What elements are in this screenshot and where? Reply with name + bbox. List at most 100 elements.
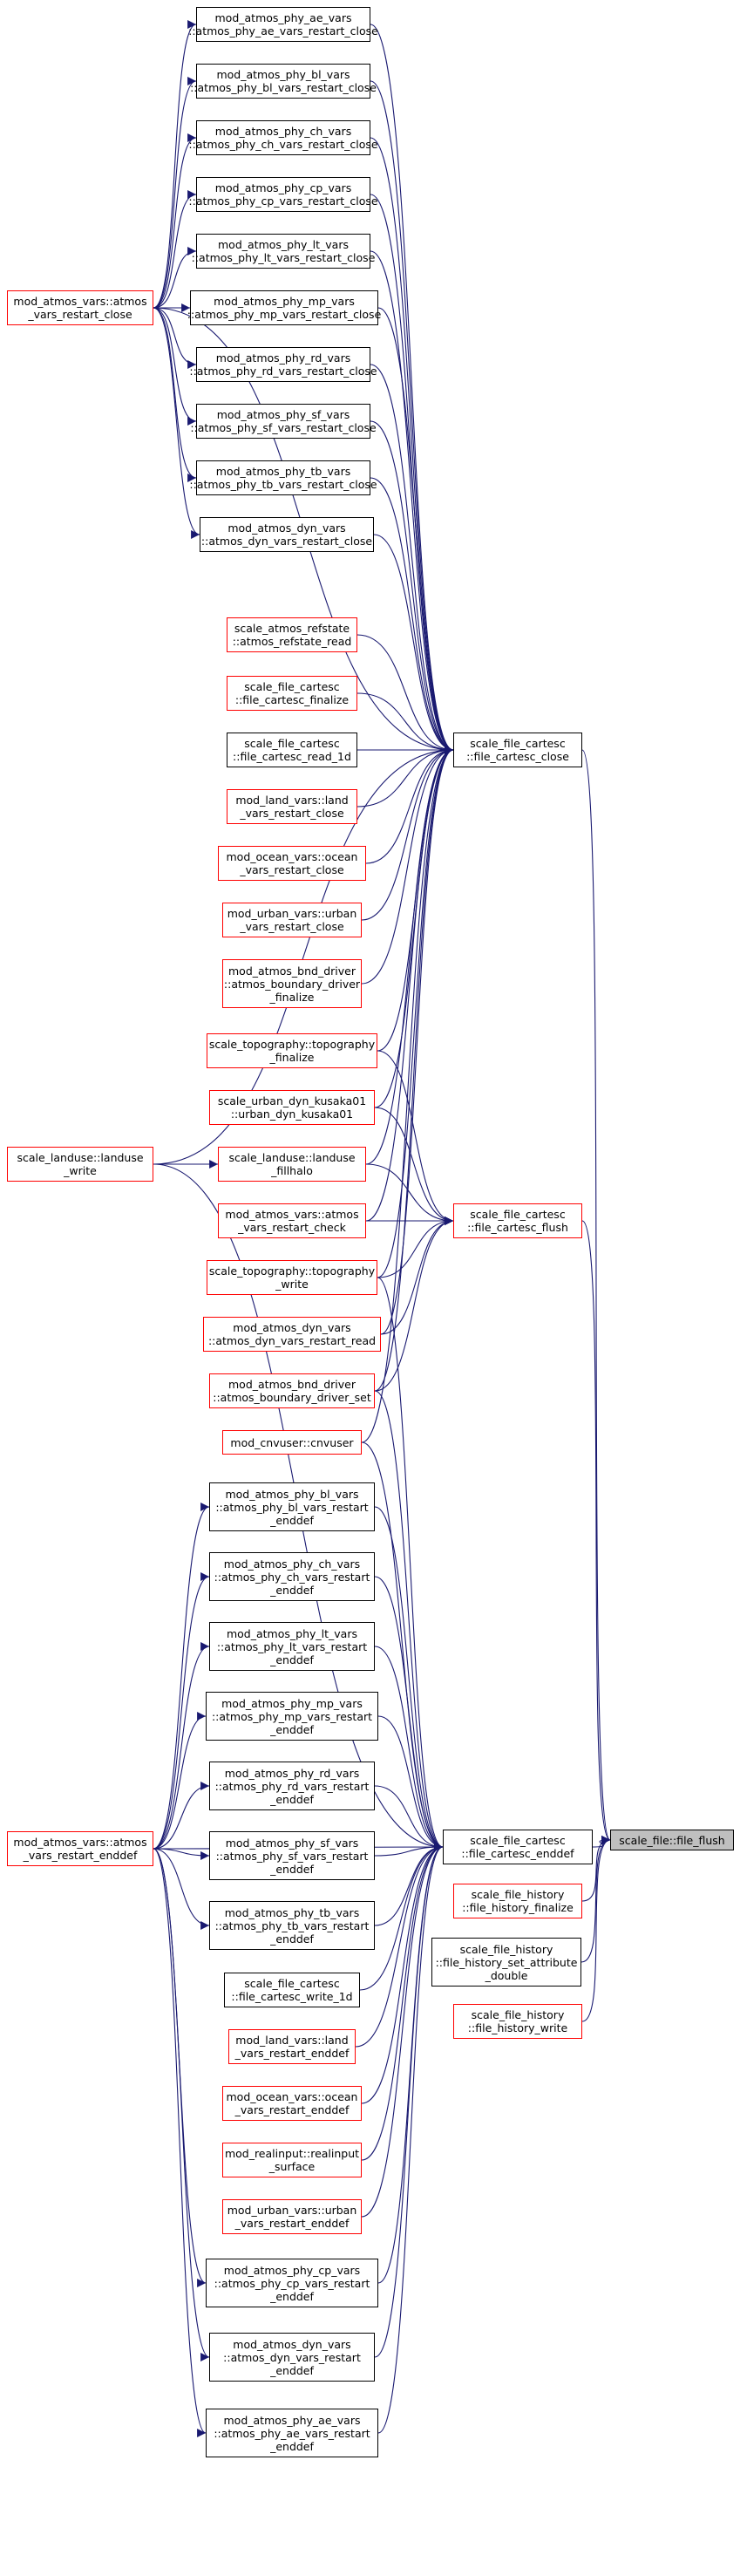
edge-kusaka-to-flush_c bbox=[374, 1107, 454, 1225]
node-kusaka[interactable]: scale_urban_dyn_kusaka01 ::urban_dyn_kus… bbox=[209, 1090, 375, 1125]
node-label: mod_atmos_phy_rd_vars ::atmos_phy_rd_var… bbox=[189, 351, 377, 378]
node-dyn-enddef[interactable]: mod_atmos_dyn_vars ::atmos_dyn_vars_rest… bbox=[209, 2333, 375, 2382]
node-label: scale_atmos_refstate ::atmos_refstate_re… bbox=[232, 622, 352, 648]
node-rd-close[interactable]: mod_atmos_phy_rd_vars ::atmos_phy_rd_var… bbox=[189, 347, 377, 382]
edge-mp_close-to-close bbox=[377, 307, 454, 754]
edge-mp_enddef-to-enddef_c bbox=[377, 1715, 444, 1851]
node-hist-write[interactable]: scale_file_history ::file_history_write bbox=[453, 2004, 582, 2039]
edge-atmos_enddef-to-mp_enddef bbox=[153, 1712, 207, 1850]
node-label: mod_atmos_phy_rd_vars ::atmos_phy_rd_var… bbox=[214, 1766, 370, 1806]
edge-tb_close-to-close bbox=[370, 477, 454, 754]
node-label: scale_file_cartesc ::file_cartesc_finali… bbox=[234, 680, 350, 706]
node-lt-close[interactable]: mod_atmos_phy_lt_vars ::atmos_phy_lt_var… bbox=[192, 234, 375, 269]
node-rd-enddef[interactable]: mod_atmos_phy_rd_vars ::atmos_phy_rd_var… bbox=[209, 1762, 375, 1810]
edge-hist_attr-to-file_flush bbox=[580, 1836, 611, 1963]
node-land-close[interactable]: mod_land_vars::land _vars_restart_close bbox=[227, 789, 357, 824]
edge-dyn_close-to-close bbox=[373, 534, 454, 754]
node-label: mod_ocean_vars::ocean _vars_restart_clos… bbox=[226, 850, 358, 876]
node-label: scale_topography::topography _finalize bbox=[208, 1038, 376, 1064]
node-label: mod_atmos_bnd_driver ::atmos_boundary_dr… bbox=[223, 964, 361, 1004]
node-label: mod_atmos_vars::atmos _vars_restart_clos… bbox=[13, 295, 147, 321]
edge-ocean_close-to-close bbox=[365, 746, 454, 864]
edge-topo_write-to-close bbox=[377, 746, 454, 1278]
node-label: mod_urban_vars::urban _vars_restart_clos… bbox=[227, 907, 357, 933]
node-label: mod_cnvuser::cnvuser bbox=[230, 1435, 354, 1449]
edge-atmos_close-to-lt_close bbox=[153, 247, 197, 309]
node-label: scale_file_history ::file_history_set_at… bbox=[435, 1942, 578, 1982]
node-mp-close[interactable]: mod_atmos_phy_mp_vars ::atmos_phy_mp_var… bbox=[187, 290, 381, 325]
node-hist-attr[interactable]: scale_file_history ::file_history_set_at… bbox=[431, 1938, 581, 1987]
node-label: scale_file_cartesc ::file_cartesc_flush bbox=[467, 1208, 568, 1234]
node-finalize[interactable]: scale_file_cartesc ::file_cartesc_finali… bbox=[227, 676, 357, 711]
edge-fillhalo-to-close bbox=[365, 746, 454, 1165]
edge-atmos_enddef-to-rd_enddef bbox=[153, 1782, 210, 1850]
node-urban-enddef[interactable]: mod_urban_vars::urban _vars_restart_endd… bbox=[222, 2199, 362, 2234]
node-bnd-set[interactable]: mod_atmos_bnd_driver ::atmos_boundary_dr… bbox=[209, 1373, 375, 1408]
node-label: scale_file_history ::file_history_finali… bbox=[462, 1888, 574, 1914]
node-cnvuser[interactable]: mod_cnvuser::cnvuser bbox=[222, 1430, 362, 1455]
node-close[interactable]: scale_file_cartesc ::file_cartesc_close bbox=[453, 733, 582, 767]
node-label: mod_atmos_phy_sf_vars ::atmos_phy_sf_var… bbox=[190, 408, 377, 434]
node-dyn-read[interactable]: mod_atmos_dyn_vars ::atmos_dyn_vars_rest… bbox=[203, 1317, 381, 1352]
edge-cnvuser-to-close bbox=[361, 746, 454, 1443]
node-read1d[interactable]: scale_file_cartesc ::file_cartesc_read_1… bbox=[227, 733, 357, 767]
node-urban-close[interactable]: mod_urban_vars::urban _vars_restart_clos… bbox=[222, 903, 362, 937]
node-fillhalo[interactable]: scale_landuse::landuse _fillhalo bbox=[218, 1147, 366, 1182]
node-ocean-enddef[interactable]: mod_ocean_vars::ocean _vars_restart_endd… bbox=[222, 2086, 362, 2121]
node-label: mod_atmos_bnd_driver ::atmos_boundary_dr… bbox=[213, 1378, 371, 1404]
node-mp-enddef[interactable]: mod_atmos_phy_mp_vars ::atmos_phy_mp_var… bbox=[206, 1692, 378, 1741]
node-flush-c[interactable]: scale_file_cartesc ::file_cartesc_flush bbox=[453, 1203, 582, 1238]
node-ae-close[interactable]: mod_atmos_phy_ae_vars ::atmos_phy_ae_var… bbox=[188, 7, 378, 42]
node-atmos-enddef[interactable]: mod_atmos_vars::atmos _vars_restart_endd… bbox=[7, 1831, 153, 1866]
node-hist-finalize[interactable]: scale_file_history ::file_history_finali… bbox=[453, 1884, 582, 1918]
edge-atmos_enddef-to-ae_enddef bbox=[153, 1848, 207, 2437]
edge-cp_enddef-to-enddef_c bbox=[377, 1843, 444, 2284]
node-label: scale_file::file_flush bbox=[619, 1833, 725, 1847]
edge-atmos_close-to-cp_close bbox=[153, 190, 197, 309]
node-ae-enddef[interactable]: mod_atmos_phy_ae_vars ::atmos_phy_ae_var… bbox=[206, 2409, 378, 2457]
node-label: mod_atmos_dyn_vars ::atmos_dyn_vars_rest… bbox=[223, 2337, 361, 2377]
node-label: scale_landuse::landuse _fillhalo bbox=[228, 1151, 356, 1177]
edge-dyn_read-to-close bbox=[380, 746, 454, 1335]
node-label: scale_file_history ::file_history_write bbox=[467, 2008, 568, 2034]
node-land-enddef[interactable]: mod_land_vars::land _vars_restart_enddef bbox=[228, 2029, 356, 2064]
node-topo-finalize[interactable]: scale_topography::topography _finalize bbox=[207, 1033, 377, 1068]
node-label: scale_file_cartesc ::file_cartesc_enddef bbox=[461, 1834, 574, 1860]
node-lt-enddef[interactable]: mod_atmos_phy_lt_vars ::atmos_phy_lt_var… bbox=[209, 1622, 375, 1671]
node-write1d[interactable]: scale_file_cartesc ::file_cartesc_write_… bbox=[224, 1973, 360, 2007]
edge-land_close-to-close bbox=[356, 746, 454, 808]
node-tb-close[interactable]: mod_atmos_phy_tb_vars ::atmos_phy_tb_var… bbox=[189, 460, 377, 495]
node-refstate[interactable]: scale_atmos_refstate ::atmos_refstate_re… bbox=[227, 617, 357, 652]
edge-ae_enddef-to-enddef_c bbox=[377, 1843, 444, 2434]
node-bnd-finalize[interactable]: mod_atmos_bnd_driver ::atmos_boundary_dr… bbox=[222, 959, 362, 1008]
node-sf-close[interactable]: mod_atmos_phy_sf_vars ::atmos_phy_sf_var… bbox=[190, 404, 377, 439]
edge-atmos_enddef-to-lt_enddef bbox=[153, 1642, 210, 1850]
node-ch-enddef[interactable]: mod_atmos_phy_ch_vars ::atmos_phy_ch_var… bbox=[209, 1552, 375, 1601]
edge-topo_write-to-enddef_c bbox=[377, 1277, 444, 1851]
node-label: scale_topography::topography _write bbox=[208, 1264, 376, 1291]
node-label: mod_atmos_phy_tb_vars ::atmos_phy_tb_var… bbox=[189, 465, 377, 491]
edge-bnd_finalize-to-close bbox=[361, 746, 454, 985]
node-cp-enddef[interactable]: mod_atmos_phy_cp_vars ::atmos_phy_cp_var… bbox=[206, 2259, 378, 2307]
node-atmos-close[interactable]: mod_atmos_vars::atmos _vars_restart_clos… bbox=[7, 290, 153, 325]
node-bl-close[interactable]: mod_atmos_phy_bl_vars ::atmos_phy_bl_var… bbox=[190, 64, 377, 99]
edge-atmos_enddef-to-tb_enddef bbox=[153, 1848, 210, 1930]
edge-rd_close-to-close bbox=[370, 364, 454, 754]
node-restart-check[interactable]: mod_atmos_vars::atmos _vars_restart_chec… bbox=[218, 1203, 366, 1238]
node-label: mod_atmos_vars::atmos _vars_restart_endd… bbox=[13, 1836, 147, 1862]
node-realinput[interactable]: mod_realinput::realinput _surface bbox=[222, 2143, 362, 2177]
node-cp-close[interactable]: mod_atmos_phy_cp_vars ::atmos_phy_cp_var… bbox=[188, 177, 378, 212]
node-label: mod_atmos_vars::atmos _vars_restart_chec… bbox=[225, 1208, 359, 1234]
node-tb-enddef[interactable]: mod_atmos_phy_tb_vars ::atmos_phy_tb_var… bbox=[209, 1901, 375, 1950]
node-ocean-close[interactable]: mod_ocean_vars::ocean _vars_restart_clos… bbox=[218, 846, 366, 881]
node-dyn-close[interactable]: mod_atmos_dyn_vars ::atmos_dyn_vars_rest… bbox=[200, 517, 374, 552]
node-landuse-write[interactable]: scale_landuse::landuse _write bbox=[7, 1147, 153, 1182]
node-enddef-c[interactable]: scale_file_cartesc ::file_cartesc_enddef bbox=[443, 1830, 593, 1864]
node-bl-enddef[interactable]: mod_atmos_phy_bl_vars ::atmos_phy_bl_var… bbox=[209, 1482, 375, 1531]
edge-sf_close-to-close bbox=[370, 420, 454, 754]
node-sf-enddef[interactable]: mod_atmos_phy_sf_vars ::atmos_phy_sf_var… bbox=[209, 1831, 375, 1880]
node-topo-write[interactable]: scale_topography::topography _write bbox=[207, 1260, 377, 1295]
node-ch-close[interactable]: mod_atmos_phy_ch_vars ::atmos_phy_ch_var… bbox=[188, 120, 378, 155]
edge-atmos_close-to-dyn_close bbox=[153, 307, 200, 539]
edge-dyn_enddef-to-enddef_c bbox=[374, 1843, 444, 2358]
